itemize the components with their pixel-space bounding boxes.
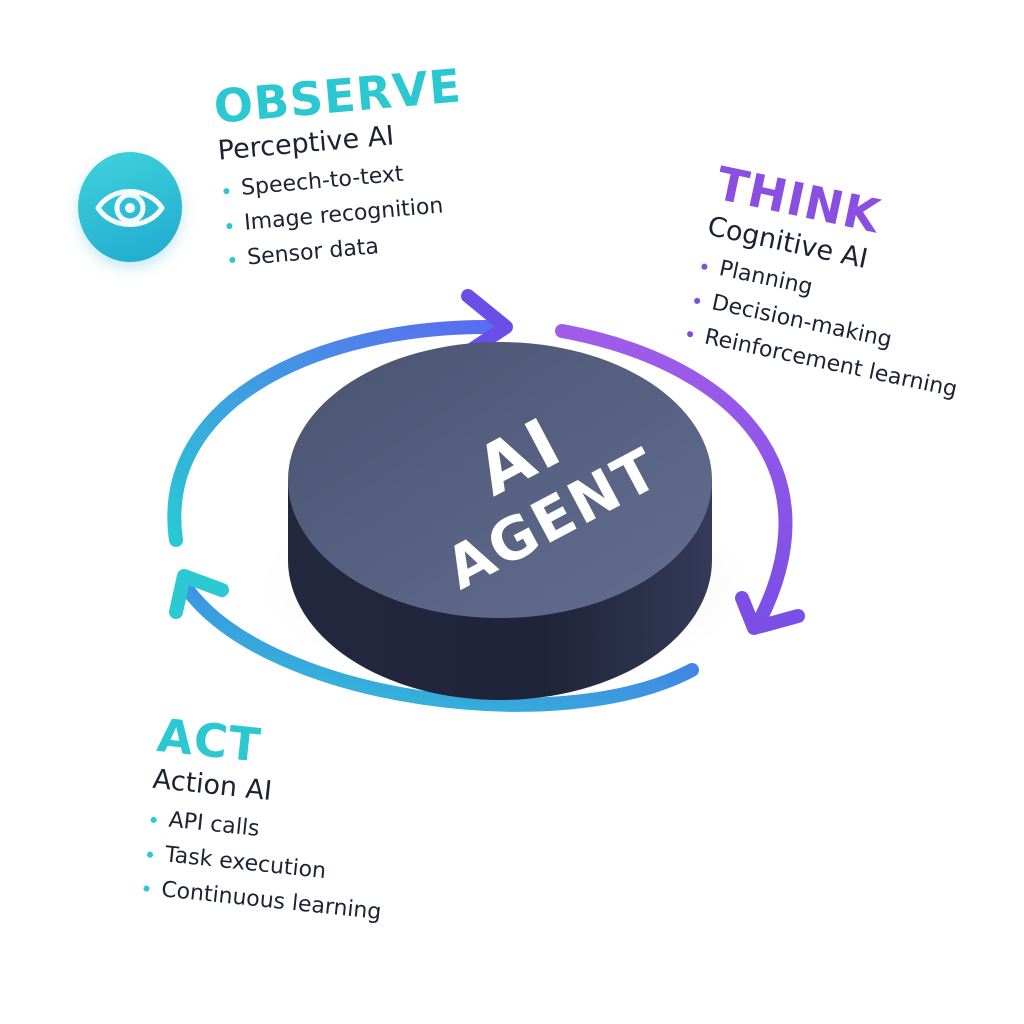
bullet-dot [223, 187, 230, 195]
think-arrowhead [735, 591, 805, 635]
think-arc-arrow [555, 324, 793, 627]
observe-block: OBSERVE Perceptive AI Speech-to-text Ima… [212, 58, 476, 278]
bullet-dot [700, 262, 709, 271]
bullet-dot [229, 256, 236, 264]
observe-list: Speech-to-text Image recognition Sensor … [220, 152, 476, 277]
bullet-dot [226, 222, 233, 229]
act-block: ACT Action AI API calls Task execution C… [140, 708, 400, 931]
bullet-dot [150, 816, 158, 823]
bullet-dot [146, 850, 154, 858]
ai-agent-puck [288, 342, 712, 700]
observe-item-text: Sensor data [246, 234, 380, 271]
bullet-dot [686, 330, 694, 338]
act-item-text: API calls [167, 807, 261, 843]
act-arrowhead [169, 569, 229, 619]
eye-icon [78, 152, 182, 262]
bullet-dot [693, 296, 701, 304]
bullet-dot [143, 885, 150, 893]
act-arc-arrow [181, 583, 699, 712]
observe-arc-arrow [167, 319, 497, 547]
